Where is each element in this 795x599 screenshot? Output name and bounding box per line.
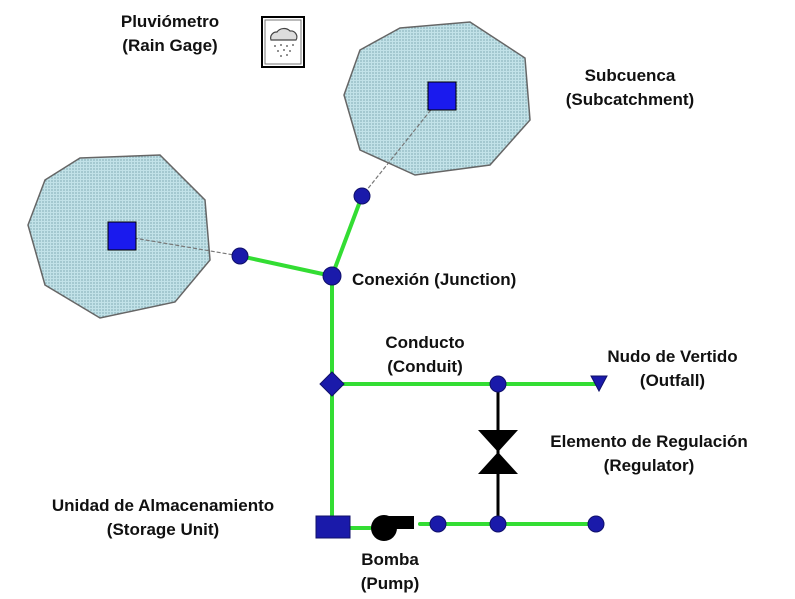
subcatchment-right-centroid	[427, 81, 457, 111]
node-upper-left	[231, 247, 249, 265]
storage-unit-label-es: Unidad de Almacenamiento	[51, 496, 275, 515]
storage-unit-label-en: (Storage Unit)	[106, 520, 220, 539]
rain-gage-label: Pluviómetro (Rain Gage)	[90, 10, 250, 58]
outfall-label-es: Nudo de Vertido	[607, 347, 738, 366]
pump-label: Bomba (Pump)	[335, 548, 445, 596]
subcatchment-left-centroid	[107, 221, 137, 251]
pump-label-en: (Pump)	[360, 574, 420, 593]
subcatchment-label: Subcuenca (Subcatchment)	[545, 64, 715, 112]
node-right-upper	[489, 375, 507, 393]
storage-unit-label: Unidad de Almacenamiento (Storage Unit)	[8, 494, 318, 542]
subcatchment-label-en: (Subcatchment)	[565, 90, 695, 109]
regulator-label-en: (Regulator)	[603, 456, 695, 475]
conduit-label: Conducto (Conduit)	[355, 331, 495, 379]
junction-label: Conexión (Junction)	[352, 270, 517, 289]
node-upper-right	[353, 187, 371, 205]
node-pump-out	[429, 515, 447, 533]
rain-gage-label-en: (Rain Gage)	[122, 36, 218, 55]
pump-icon	[371, 515, 414, 541]
regulator-valve-icon	[478, 430, 518, 474]
conduit-label-en: (Conduit)	[387, 357, 463, 376]
outfall-label: Nudo de Vertido (Outfall)	[585, 345, 760, 393]
divider-node	[319, 371, 345, 397]
conduit-upper-left	[238, 254, 334, 278]
rain-gage-icon	[261, 16, 305, 68]
node-right-lower	[489, 515, 507, 533]
outfall-label-en: (Outfall)	[639, 371, 706, 390]
subcatchment-right-outlet-link	[361, 95, 443, 197]
regulator-label: Elemento de Regulación (Regulator)	[524, 430, 774, 478]
conduit-upper-right	[330, 194, 364, 278]
rain-gage-label-es: Pluviómetro	[120, 12, 220, 31]
storage-unit-icon	[315, 515, 351, 539]
outfall-icon	[590, 375, 608, 393]
conduit-label-es: Conducto	[385, 333, 465, 352]
subcatchment-left-outlet-link	[121, 235, 241, 257]
junction-node	[322, 266, 342, 286]
regulator-label-es: Elemento de Regulación	[550, 432, 748, 451]
node-lower-end	[587, 515, 605, 533]
pump-label-es: Bomba	[361, 550, 419, 569]
subcatchment-label-es: Subcuenca	[584, 66, 676, 85]
